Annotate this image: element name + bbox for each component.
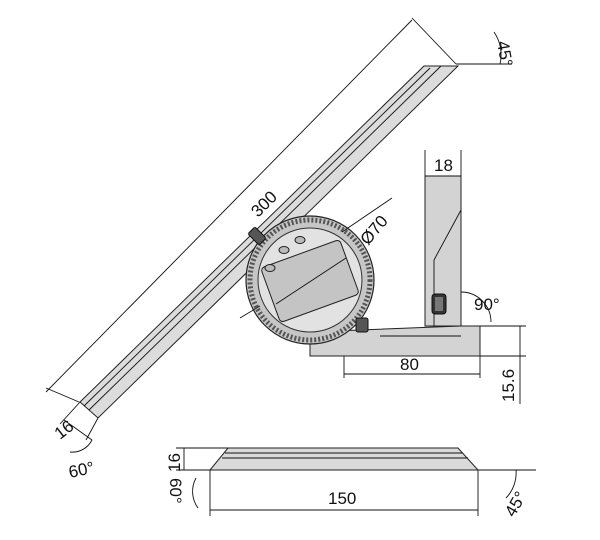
dial-button-2 [278, 246, 290, 254]
angle-45-section-label: 45° [501, 488, 530, 520]
blade-top-angle: 45° [456, 31, 516, 68]
dim-16-line [63, 419, 93, 441]
digital-dial [239, 215, 375, 345]
dim-300-line [45, 19, 413, 393]
dial-button-1 [264, 264, 276, 272]
stock-width-dimension: 18 [424, 150, 462, 177]
lcd-diagonal [275, 257, 347, 305]
dim-300-ext-upper [411, 17, 457, 65]
dim-16-ext-b [85, 417, 99, 441]
angle-45-top-label: 45° [493, 39, 516, 68]
dial-clip-top [248, 227, 266, 245]
base-length-dimension: 80 [343, 355, 481, 378]
dial-center-mark [239, 305, 261, 319]
dim-16-blade-label: 16 [51, 417, 78, 444]
dial-knurl [247, 217, 373, 343]
angle-90-arc [460, 291, 492, 323]
angle-45s-arc [505, 469, 517, 499]
dim-156-label: 15.6 [499, 369, 518, 402]
dim-300-ext-lower [45, 387, 80, 403]
dial-button-3 [294, 236, 306, 244]
section-left-angle: 60° [166, 477, 199, 509]
dim-16-section-label: 16 [165, 453, 184, 472]
blade-foot-dims: 16 60° [51, 401, 99, 482]
section-body [208, 447, 480, 471]
angle-45-arc [493, 31, 502, 65]
stock-angle: 90° [460, 291, 500, 323]
section-thickness-dimension: 16 [165, 447, 228, 472]
dim-80-label: 80 [400, 355, 419, 374]
dim-16-ext-a [59, 401, 81, 425]
section-length-dimension: 150 [209, 470, 479, 516]
base-height-dimension: 15.6 [480, 325, 526, 404]
section-view [208, 447, 480, 471]
dim-18-label: 18 [434, 156, 453, 175]
dim-70-leader [341, 197, 393, 233]
dial-clip-right [355, 317, 369, 333]
lock-knob-face [435, 297, 443, 311]
stock-bevel [433, 209, 462, 261]
section-right-angle: 45° [478, 469, 536, 520]
angle-90-label: 90° [474, 295, 500, 314]
stock [309, 175, 481, 357]
angle-60-section-label: 60° [166, 478, 185, 504]
angle-60-blade-label: 60° [67, 458, 96, 482]
dim-150-label: 150 [328, 489, 356, 508]
angle-60-arc [69, 439, 93, 453]
lcd-screen [261, 240, 359, 322]
stock-base [309, 325, 481, 357]
angle-60s-arc [192, 477, 199, 509]
